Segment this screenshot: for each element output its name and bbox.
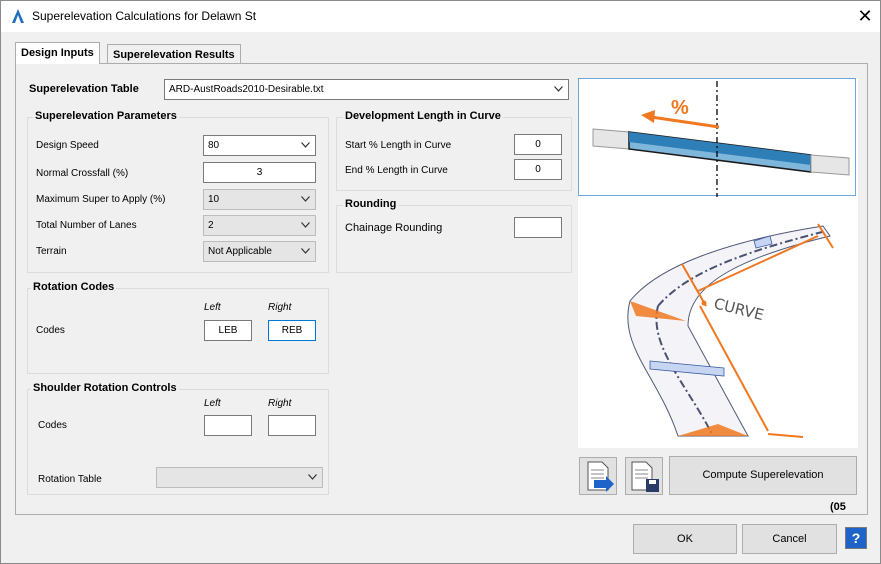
total-lanes-select[interactable]: 2 — [203, 215, 316, 236]
rotation-table-label: Rotation Table — [38, 474, 102, 485]
window-title: Superelevation Calculations for Delawn S… — [32, 9, 257, 23]
terrain-label: Terrain — [36, 246, 67, 257]
rounding-group — [336, 205, 572, 273]
start-length-label: Start % Length in Curve — [345, 140, 452, 151]
terrain-select[interactable]: Not Applicable — [203, 241, 316, 262]
import-file-icon — [587, 461, 614, 492]
title-bar: Superelevation Calculations for Delawn S… — [1, 1, 880, 32]
status-code: (05 — [830, 501, 846, 513]
save-file-icon — [631, 461, 659, 492]
shoulder-right-label: Right — [268, 398, 292, 409]
superelevation-illustration: % CURVE — [578, 78, 858, 448]
start-length-input[interactable]: 0 — [514, 134, 562, 155]
superelevation-table-select[interactable]: ARD-AustRoads2010-Desirable.txt — [164, 79, 569, 100]
superelevation-table-value: ARD-AustRoads2010-Desirable.txt — [169, 84, 324, 95]
rotation-right-label: Right — [268, 302, 292, 313]
chainage-rounding-input[interactable] — [514, 217, 562, 238]
help-icon[interactable]: ? — [845, 527, 867, 549]
max-super-select[interactable]: 10 — [203, 189, 316, 210]
rotation-left-label: Left — [204, 302, 221, 313]
rotation-table-select[interactable] — [156, 467, 323, 488]
chainage-rounding-label: Chainage Rounding — [345, 222, 443, 234]
curve-label: CURVE — [712, 294, 766, 324]
chevron-down-icon — [301, 196, 310, 202]
rounding-title: Rounding — [343, 198, 399, 210]
parameters-group-title: Superelevation Parameters — [33, 110, 179, 122]
end-length-label: End % Length in Curve — [345, 165, 448, 176]
normal-crossfall-input[interactable]: 3 — [203, 162, 316, 183]
rotation-codes-label: Codes — [36, 325, 65, 336]
shoulder-left-input[interactable] — [204, 415, 252, 436]
chevron-down-icon — [301, 248, 310, 254]
max-super-label: Maximum Super to Apply (%) — [36, 194, 166, 205]
rotation-right-input[interactable]: REB — [268, 320, 316, 341]
cancel-button[interactable]: Cancel — [742, 524, 837, 554]
import-settings-button[interactable] — [579, 457, 617, 495]
crossfall-graphic — [592, 81, 850, 197]
design-speed-select[interactable]: 80 — [203, 135, 316, 156]
save-settings-button[interactable] — [625, 457, 663, 495]
shoulder-right-input[interactable] — [268, 415, 316, 436]
development-length-title: Development Length in Curve — [343, 110, 503, 122]
normal-crossfall-label: Normal Crossfall (%) — [36, 168, 129, 179]
ok-button[interactable]: OK — [633, 524, 737, 554]
tab-superelevation-results[interactable]: Superelevation Results — [107, 44, 241, 64]
end-length-input[interactable]: 0 — [514, 159, 562, 180]
civil-app-icon — [12, 9, 24, 23]
total-lanes-label: Total Number of Lanes — [36, 220, 137, 231]
chevron-down-icon — [301, 222, 310, 228]
rotation-codes-group — [27, 288, 329, 374]
chevron-down-icon — [554, 86, 563, 92]
chevron-down-icon — [301, 142, 310, 148]
shoulder-codes-label: Codes — [38, 420, 67, 431]
rotation-left-input[interactable]: LEB — [204, 320, 252, 341]
tab-design-inputs[interactable]: Design Inputs — [15, 42, 100, 64]
curve-graphic: CURVE — [627, 223, 834, 438]
shoulder-left-label: Left — [204, 398, 221, 409]
superelevation-table-label: Superelevation Table — [29, 83, 139, 95]
percent-label: % — [671, 97, 689, 119]
shoulder-rotation-title: Shoulder Rotation Controls — [31, 382, 179, 394]
design-speed-label: Design Speed — [36, 140, 99, 151]
rotation-codes-title: Rotation Codes — [31, 281, 117, 293]
chevron-down-icon — [308, 474, 317, 480]
crossfall-diagram: % — [578, 78, 856, 197]
compute-superelevation-button[interactable]: Compute Superelevation — [669, 456, 857, 495]
close-icon[interactable]: ✕ — [857, 6, 873, 26]
